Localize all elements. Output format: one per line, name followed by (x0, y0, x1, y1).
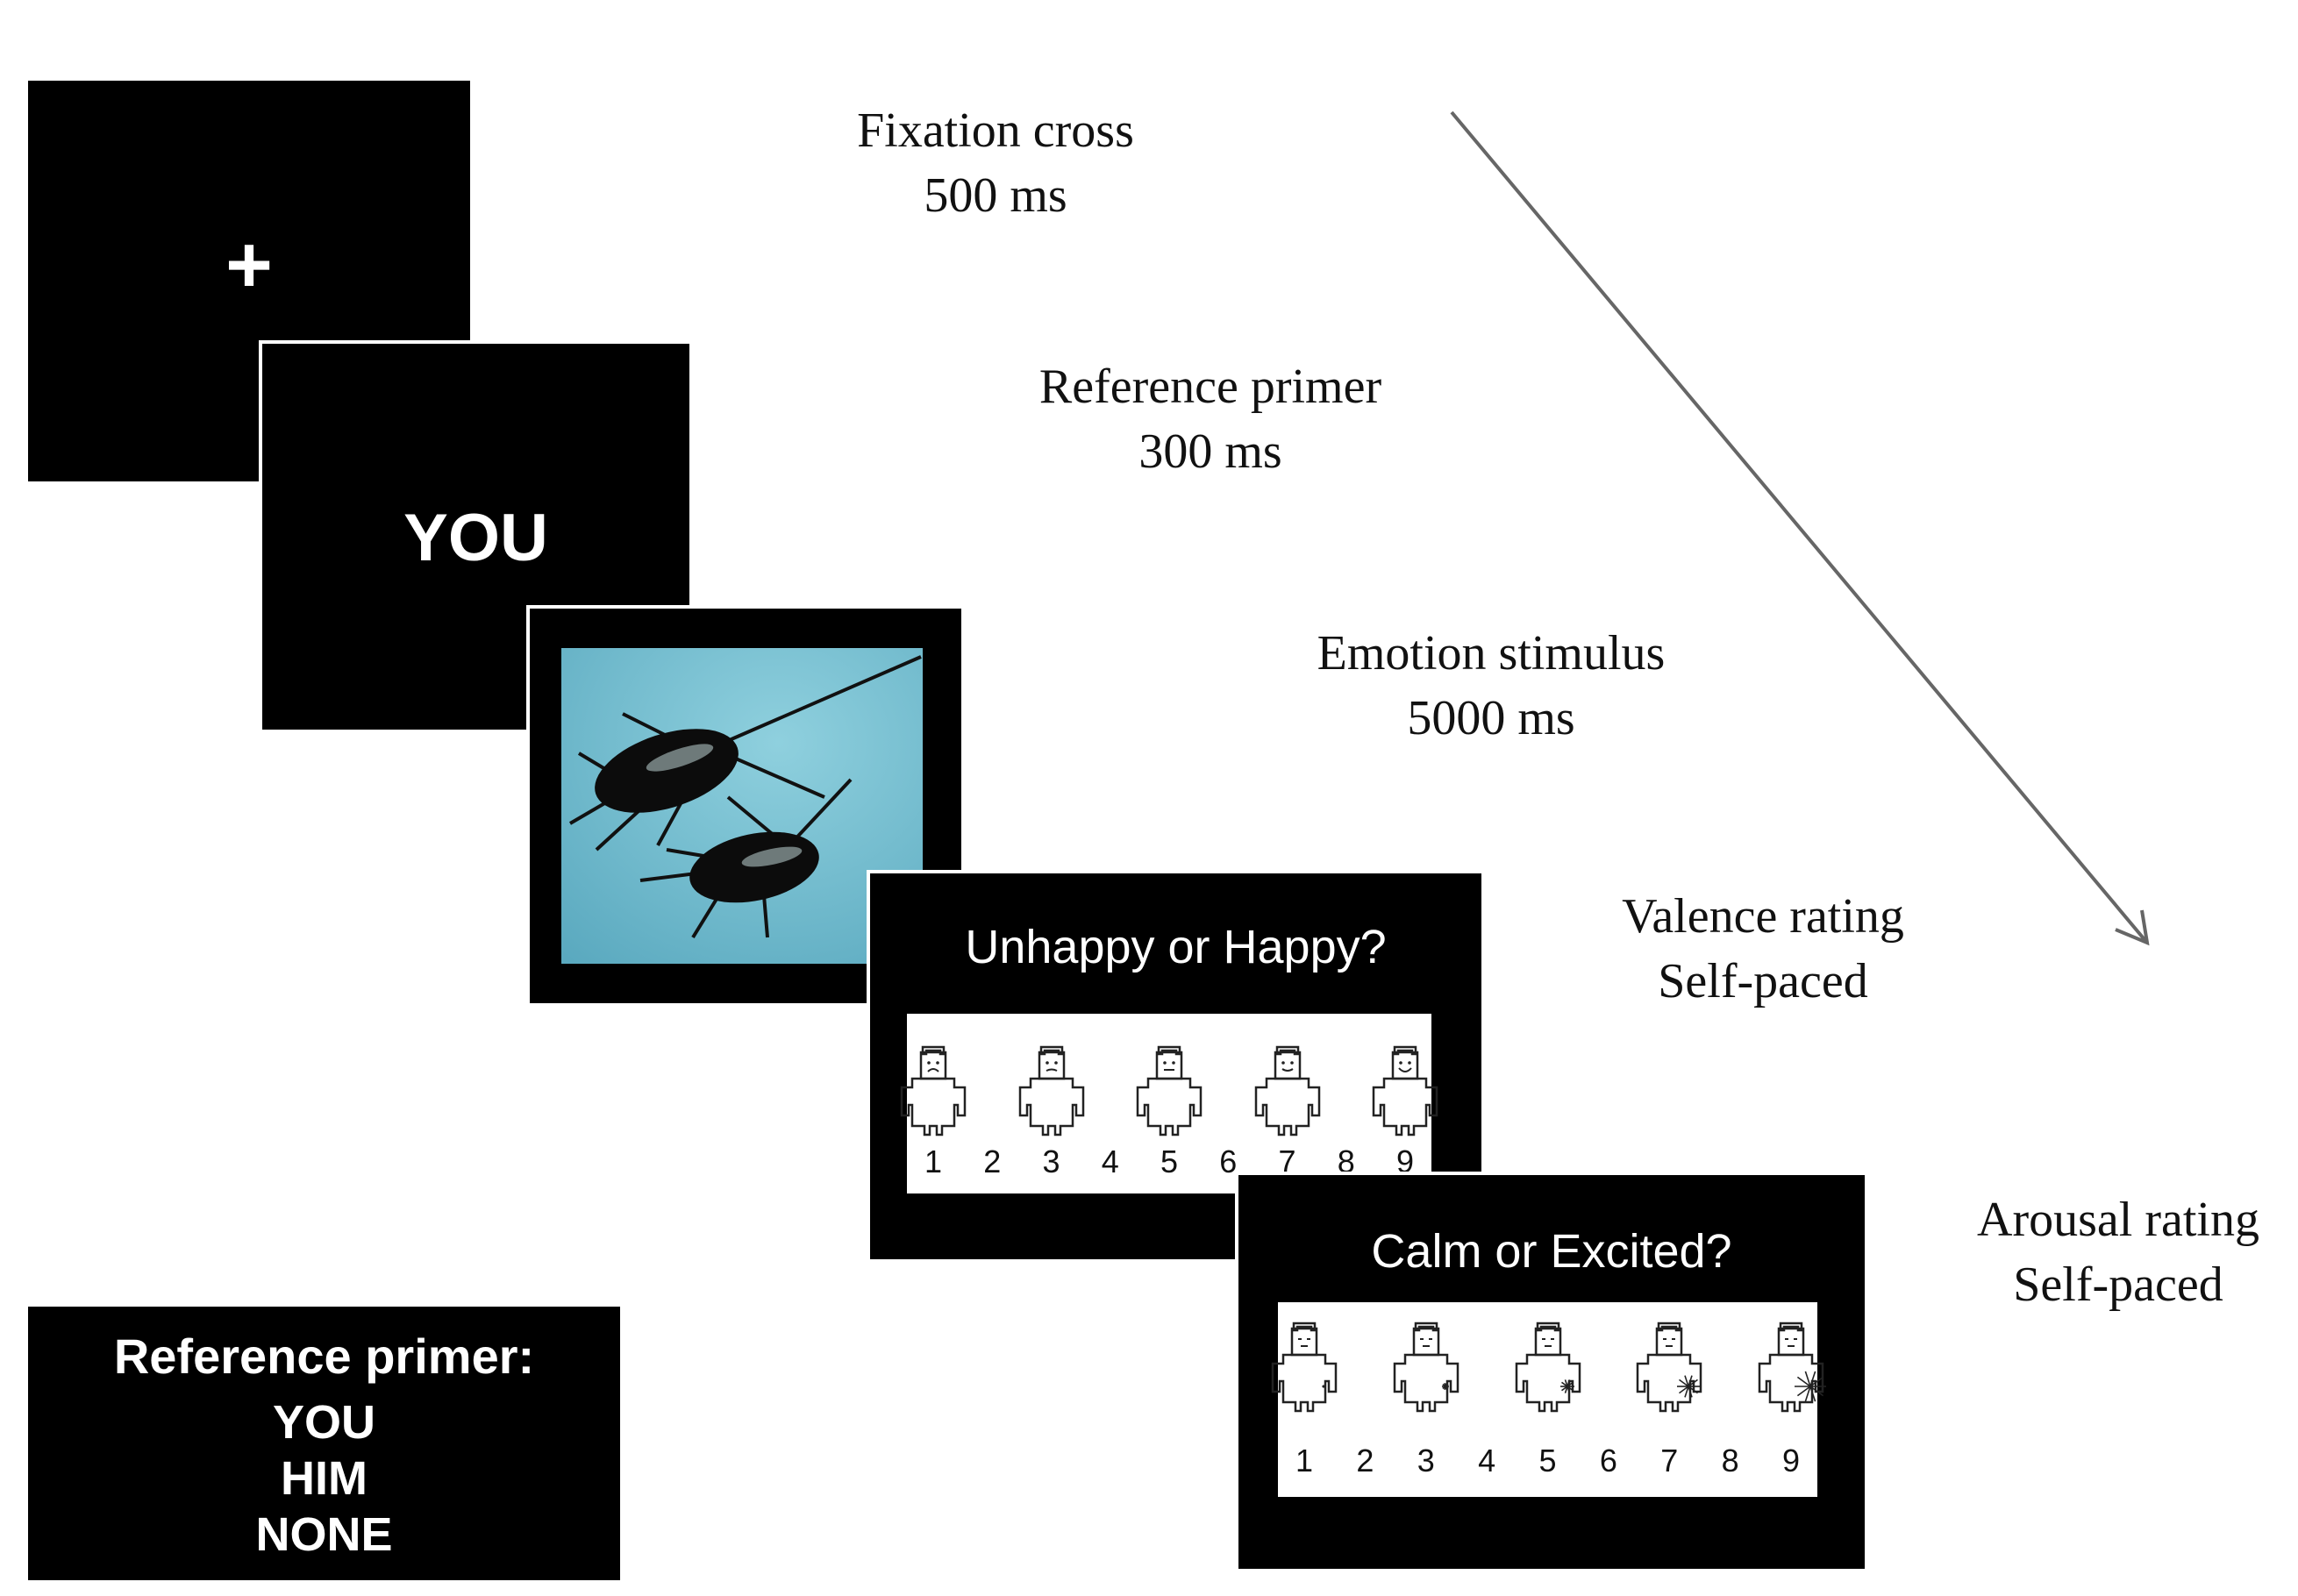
valence-scale-number[interactable]: 7 (1278, 1144, 1296, 1179)
valence-question: Unhappy or Happy? (965, 921, 1387, 973)
valence-caption-title: Valence rating (1622, 889, 1904, 944)
primer-caption: Reference primer 300 ms (1000, 354, 1421, 484)
legend-option-none: NONE (255, 1508, 393, 1561)
valence-manikin-icon[interactable] (1013, 1042, 1090, 1138)
arousal-manikin-icon[interactable] (1266, 1318, 1343, 1414)
valence-caption-mode: Self-paced (1658, 954, 1868, 1008)
arousal-scale-number[interactable]: 1 (1295, 1443, 1314, 1478)
valence-caption: Valence rating Self-paced (1579, 884, 1947, 1014)
arousal-caption-title: Arousal rating (1977, 1193, 2259, 1247)
stimulus-caption-duration: 5000 ms (1407, 691, 1575, 745)
valence-manikin-icon[interactable] (895, 1042, 972, 1138)
primer-caption-duration: 300 ms (1138, 424, 1282, 479)
valence-scale-number[interactable]: 4 (1101, 1144, 1119, 1179)
valence-scale-number[interactable]: 5 (1160, 1144, 1179, 1179)
legend-option-you: YOU (272, 1396, 376, 1449)
valence-manikin-icon[interactable] (1131, 1042, 1208, 1138)
primer-word: YOU (403, 501, 548, 575)
primer-screen: YOU (259, 340, 693, 733)
valence-manikin-icon[interactable] (1249, 1042, 1326, 1138)
arousal-caption-mode: Self-paced (2013, 1258, 2223, 1312)
arousal-question: Calm or Excited? (1371, 1225, 1732, 1278)
arousal-scale-number[interactable]: 3 (1417, 1443, 1435, 1478)
valence-scale-number[interactable]: 2 (983, 1144, 1002, 1179)
fixation-caption-duration: 500 ms (924, 168, 1067, 223)
stimulus-image (561, 648, 923, 964)
legend-box: Reference primer: YOU HIM NONE (28, 1307, 620, 1580)
stimulus-caption-title: Emotion stimulus (1317, 626, 1666, 680)
arousal-scale-number[interactable]: 8 (1721, 1443, 1739, 1478)
arousal-manikin-icon[interactable] (1752, 1318, 1830, 1414)
arousal-manikin-icon[interactable] (1509, 1318, 1587, 1414)
valence-scale-number[interactable]: 1 (924, 1144, 943, 1179)
arousal-scale-number[interactable]: 6 (1599, 1443, 1617, 1478)
arousal-manikin-icon[interactable] (1631, 1318, 1708, 1414)
fixation-caption: Fixation cross 500 ms (820, 98, 1171, 228)
fixation-caption-title: Fixation cross (857, 103, 1134, 158)
valence-scale-number[interactable]: 6 (1219, 1144, 1238, 1179)
arousal-scale-number[interactable]: 9 (1781, 1443, 1801, 1478)
legend-title: Reference primer: (113, 1329, 535, 1384)
arousal-scale-number[interactable]: 4 (1478, 1443, 1496, 1478)
valence-scale-number[interactable]: 3 (1042, 1144, 1060, 1179)
fixation-cross: + (225, 220, 273, 310)
arousal-scale-number[interactable]: 7 (1660, 1443, 1679, 1478)
arousal-screen: Calm or Excited? 1 2 3 4 5 6 7 8 9 (1235, 1172, 1868, 1572)
arousal-scale: 1 2 3 4 5 6 7 8 9 (1271, 1302, 1826, 1497)
valence-scale-number[interactable]: 9 (1395, 1144, 1415, 1179)
stimulus-caption: Emotion stimulus 5000 ms (1263, 621, 1719, 751)
valence-scale: 1 2 3 4 5 6 7 8 9 (900, 1014, 1438, 1193)
arousal-caption: Arousal rating Self-paced (1943, 1187, 2294, 1317)
arousal-manikin-icon[interactable] (1388, 1318, 1465, 1414)
legend-option-him: HIM (281, 1452, 368, 1505)
arousal-scale-number[interactable]: 2 (1356, 1443, 1374, 1478)
arousal-scale-number[interactable]: 5 (1538, 1443, 1557, 1478)
primer-caption-title: Reference primer (1038, 360, 1382, 414)
valence-manikin-icon[interactable] (1367, 1042, 1444, 1138)
valence-scale-number[interactable]: 8 (1337, 1144, 1355, 1179)
